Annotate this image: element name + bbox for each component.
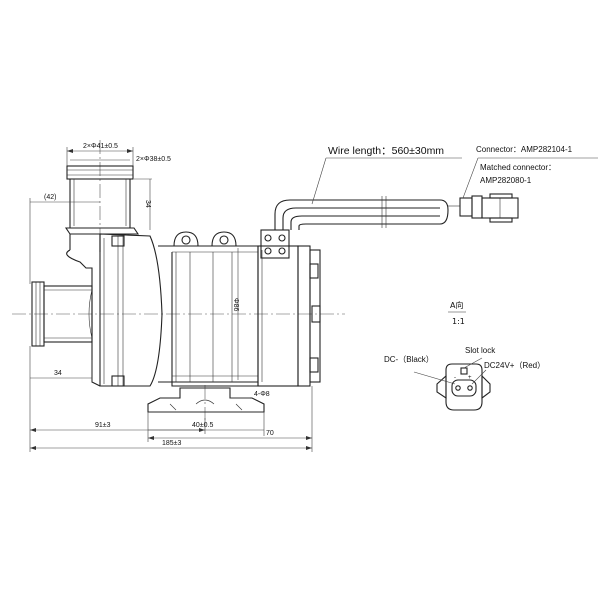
connector-face-view	[413, 311, 491, 411]
dim-length-91-label: 91±3	[95, 422, 111, 429]
dim-outlet-height-label: 34	[54, 370, 62, 377]
dim-motor-diameter-label: Φ86	[232, 298, 239, 311]
callout-leaders	[311, 157, 598, 205]
dc-plus-label: DC24V+（Red）	[484, 361, 545, 370]
dim-mount-hole-label: 4-Φ8	[254, 391, 270, 398]
matched-connector-part: AMP282080-1	[480, 176, 532, 185]
dim-length-40-label: 40±0.5	[192, 422, 213, 429]
dim-inlet-offset-label: (42)	[44, 194, 56, 201]
dim-top-inner-label: 2×Φ38±0.5	[136, 156, 171, 163]
dimension-lines	[29, 147, 313, 452]
dim-length-185-label: 185±3	[162, 440, 182, 447]
pin-minus-label: -	[454, 375, 456, 381]
pump-volute	[66, 233, 163, 387]
wire-length-label: Wire length：560±30mm	[328, 145, 444, 157]
matched-connector-label: Matched connector：	[480, 163, 556, 172]
slot-lock-label: Slot lock	[465, 346, 496, 355]
view-name-label: A向	[450, 300, 463, 310]
pin-plus-label: +	[468, 375, 472, 381]
mounting-foot	[147, 387, 265, 413]
wire-harness	[274, 196, 460, 230]
inlet-pipe	[64, 165, 140, 252]
dc-minus-label: DC-（Black）	[384, 355, 434, 364]
connector-label: Connector：AMP282104-1	[476, 145, 573, 154]
motor-body	[158, 229, 321, 387]
view-scale-label: 1:1	[452, 317, 465, 326]
dim-length-70-label: 70	[266, 430, 274, 437]
connector-plug	[459, 193, 519, 223]
outlet-pipe	[31, 281, 93, 347]
dim-inlet-height-label: 34	[144, 200, 151, 208]
dim-top-outer-label: 2×Φ41±0.5	[83, 143, 118, 150]
